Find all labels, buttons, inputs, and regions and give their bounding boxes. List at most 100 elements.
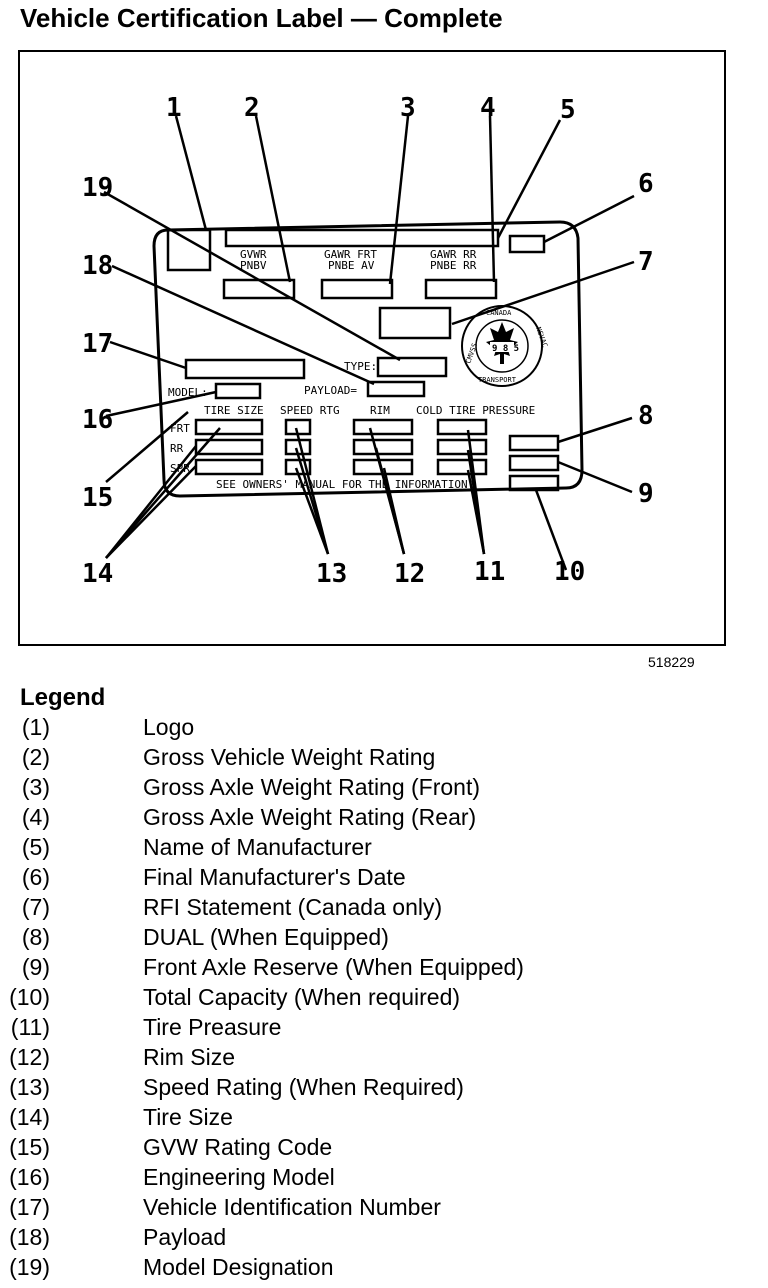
legend-item-text: Gross Axle Weight Rating (Front)	[143, 774, 481, 800]
dual-box	[508, 434, 560, 452]
legend-item-number: (6)	[21, 864, 50, 890]
legend-item: (8)DUAL (When Equipped)	[0, 924, 700, 954]
tire-size-spr-box	[194, 458, 264, 476]
gvwr-text: GVWR	[240, 248, 267, 261]
legend-item-number: (15)	[9, 1134, 50, 1160]
tire-size-frt-box	[194, 418, 264, 436]
pnbe-rr-text: PNBE RR	[430, 259, 477, 272]
legend-item: (13)Speed Rating (When Required)	[0, 1074, 700, 1104]
legend-item: (16)Engineering Model	[0, 1164, 700, 1194]
date-box	[508, 234, 546, 254]
callout-15: 15	[82, 483, 113, 513]
legend-item-text: GVW Rating Code	[143, 1134, 333, 1160]
legend-item-number: (1)	[21, 714, 50, 740]
model-box	[214, 382, 262, 400]
see-owners-text: SEE OWNERS' MANUAL FOR THE INFORMATION.	[216, 478, 474, 491]
canada-seal: 9 8 5 CANADA TRANSPORT CMVSS NSVAC	[461, 305, 549, 387]
callout-9: 9	[638, 479, 654, 509]
legend-title: Legend	[20, 684, 106, 711]
speed-rtg-header: SPEED RTG	[280, 404, 340, 417]
legend-item-text: Speed Rating (When Required)	[143, 1074, 464, 1100]
legend-item-text: DUAL (When Equipped)	[143, 924, 389, 950]
pressure-frt-box	[436, 418, 488, 436]
gawr-front-box	[320, 278, 394, 300]
legend-item: (4) Gross Axle Weight Rating (Rear)	[0, 804, 700, 834]
logo-box	[166, 228, 212, 272]
legend-item: (11)Tire Preasure	[0, 1014, 700, 1044]
legend-item: (7) RFI Statement (Canada only)	[0, 894, 700, 924]
legend-item-number: (3)	[21, 774, 50, 800]
callout-13: 13	[316, 559, 347, 589]
callout-18: 18	[82, 251, 113, 281]
legend-item: (2)Gross Vehicle Weight Rating	[0, 744, 700, 774]
pnbe-av-text: PNBE AV	[328, 259, 375, 272]
legend-item-number: (7)	[21, 894, 50, 920]
legend-item-text: Payload	[143, 1224, 227, 1250]
legend-item-text: Final Manufacturer's Date	[143, 864, 406, 890]
payload-text: PAYLOAD=	[304, 384, 357, 397]
rim-frt-box	[352, 418, 414, 436]
callout-16: 16	[82, 405, 113, 435]
seal-center-text: 9 8 5	[492, 344, 519, 354]
pressure-spr-box	[436, 458, 488, 476]
callout-6: 6	[638, 169, 654, 199]
callout-5: 5	[560, 95, 576, 125]
legend-item-text: Gross Vehicle Weight Rating	[143, 744, 436, 770]
callout-2: 2	[244, 93, 260, 123]
legend-item: (6) Final Manufacturer's Date	[0, 864, 700, 894]
callout-12: 12	[394, 559, 425, 589]
legend-item-text: Logo	[143, 714, 195, 740]
legend-item: (5)Name of Manufacturer	[0, 834, 700, 864]
callout-10: 10	[554, 557, 585, 587]
rfi-box	[378, 306, 452, 340]
legend-item-text: Tire Size	[143, 1104, 233, 1130]
legend-item-text: Vehicle Identification Number	[143, 1194, 441, 1220]
seal-top-text: CANADA	[486, 309, 512, 317]
legend-item-text: Gross Axle Weight Rating (Rear)	[143, 804, 477, 830]
label-outline	[152, 220, 584, 498]
legend-item-text: Front Axle Reserve (When Equipped)	[143, 954, 524, 980]
legend-item-text: Name of Manufacturer	[143, 834, 372, 860]
legend-item: (18) Payload	[0, 1224, 700, 1254]
legend-item: (12)Rim Size	[0, 1044, 700, 1074]
callout-14: 14	[82, 559, 113, 589]
rim-rr-box	[352, 438, 414, 456]
seal-right-text: NSVAC	[534, 326, 549, 349]
callout-4: 4	[480, 93, 496, 123]
legend-item-number: (9)	[21, 954, 50, 980]
label-diagram: GVWR PNBV GAWR FRT PNBE AV GAWR RR PNBE …	[82, 93, 654, 589]
total-capacity-box	[508, 474, 560, 492]
legend-item: (3) Gross Axle Weight Rating (Front)	[0, 774, 700, 804]
legend-item-number: (4)	[21, 804, 50, 830]
manufacturer-name-box	[224, 228, 500, 248]
callout-19: 19	[82, 173, 113, 203]
front-axle-reserve-box	[508, 454, 560, 472]
row-rr-label: RR	[170, 442, 184, 455]
page-title: Vehicle Certification Label — Complete	[20, 3, 503, 33]
figure-id: 518229	[648, 654, 695, 670]
callout-8: 8	[638, 401, 654, 431]
legend-item-number: (18)	[9, 1224, 50, 1250]
callout-17: 17	[82, 329, 113, 359]
legend-item-number: (12)	[9, 1044, 50, 1070]
type-box	[376, 356, 448, 378]
pressure-rr-box	[436, 438, 488, 456]
gawr-front-text: GAWR FRT	[324, 248, 377, 261]
legend-item-text: Total Capacity (When required)	[143, 984, 461, 1010]
gawr-rear-box	[424, 278, 498, 300]
legend-item: (9) Front Axle Reserve (When Equipped)	[0, 954, 700, 984]
seal-bottom-text: TRANSPORT	[478, 376, 517, 384]
legend-item-number: (19)	[9, 1254, 50, 1280]
type-text: TYPE:	[344, 360, 377, 373]
legend-item-text: RFI Statement (Canada only)	[143, 894, 443, 920]
legend-item-text: Tire Preasure	[143, 1014, 282, 1040]
rim-header: RIM	[370, 404, 390, 417]
legend-item-number: (14)	[9, 1104, 50, 1130]
tire-size-header: TIRE SIZE	[204, 404, 264, 417]
tire-size-rr-box	[194, 438, 264, 456]
legend-item: (1) Logo	[0, 714, 700, 744]
cold-tire-pressure-header: COLD TIRE PRESSURE	[416, 404, 535, 417]
legend-item: (15) GVW Rating Code	[0, 1134, 700, 1164]
callout-7: 7	[638, 247, 654, 277]
gawr-rear-text: GAWR RR	[430, 248, 477, 261]
